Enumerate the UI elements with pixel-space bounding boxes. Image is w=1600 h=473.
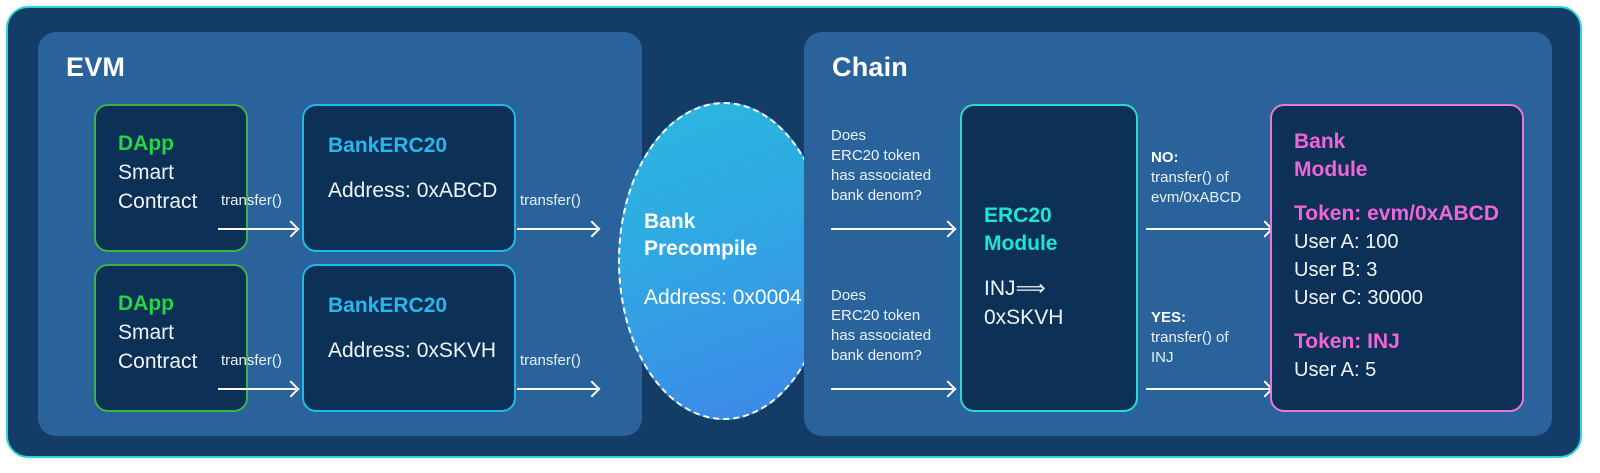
erc20-module-title-line2: Module [984, 232, 1058, 255]
bank-module-balance-evm-2: User C: 30000 [1294, 287, 1423, 309]
precompile-title-line2: Precompile [644, 237, 758, 260]
query-bottom-line2: ERC20 token [831, 307, 921, 324]
arrow-label-no-head: NO: [1151, 149, 1179, 166]
erc20-module-mapping: INJ⟹ 0xSKVH [984, 277, 1064, 329]
arrow-label-yes-line1: transfer() of [1151, 329, 1229, 346]
bank-module-balance-evm-0: User A: 100 [1294, 231, 1399, 253]
arrow-label-bankerc20-bottom: transfer() [520, 352, 581, 369]
node-bankerc20-bottom[interactable]: BankERC20 Address: 0xSKVH [302, 264, 516, 412]
arrow-label-no-line1: transfer() of [1151, 169, 1229, 186]
query-top-line4: bank denom? [831, 187, 922, 204]
query-top-line1: Does [831, 127, 867, 144]
node-bank-precompile[interactable]: Bank Precompile Address: 0x0004 [618, 102, 830, 420]
node-dapp-top-line2: Contract [118, 190, 198, 213]
arrow-label-dapp-bottom: transfer() [221, 352, 282, 369]
arrow-label-query-bottom: Does ERC20 token has associated bank den… [831, 286, 971, 366]
arrow-bankerc20-bottom-to-precompile [517, 388, 597, 390]
diagram-frame: EVM DApp Smart Contract DApp Smart Contr… [6, 6, 1582, 458]
arrow-label-no-line2: evm/0xABCD [1151, 189, 1242, 206]
node-bankerc20-bottom-address: Address: 0xSKVH [328, 339, 497, 362]
node-bankerc20-top-address: Address: 0xABCD [328, 179, 498, 202]
arrow-label-dapp-top: transfer() [221, 192, 282, 209]
query-bottom-line1: Does [831, 287, 867, 304]
node-bankerc20-bottom-title: BankERC20 [328, 294, 448, 317]
panel-evm-title: EVM [66, 52, 126, 82]
query-top-line3: has associated [831, 167, 932, 184]
bank-module-title-line2: Module [1294, 158, 1368, 181]
arrow-label-no: NO: transfer() of evm/0xABCD [1151, 148, 1281, 208]
spacer [1294, 184, 1510, 200]
arrow-precompile-to-erc20-top [831, 228, 953, 230]
arrow-precompile-to-erc20-bottom [831, 388, 953, 390]
erc20-module-title-line1: ERC20 [984, 204, 1052, 227]
precompile-title-line1: Bank [644, 210, 696, 233]
node-dapp-bottom-title: DApp [118, 292, 174, 315]
bank-module-balance-evm-1: User B: 3 [1294, 259, 1378, 281]
arrow-dapp-bottom-to-bankerc20 [218, 388, 296, 390]
node-erc20-module[interactable]: ERC20 Module INJ⟹ 0xSKVH [960, 104, 1138, 412]
node-bank-module[interactable]: Bank Module Token: evm/0xABCD User A: 10… [1270, 104, 1524, 412]
node-dapp-top-line1: Smart [118, 161, 175, 184]
arrow-erc20-to-bank-no [1146, 228, 1270, 230]
bank-module-token-inj: Token: INJ [1294, 330, 1400, 353]
arrow-label-bankerc20-top: transfer() [520, 192, 581, 209]
node-bankerc20-top[interactable]: BankERC20 Address: 0xABCD [302, 104, 516, 252]
arrow-erc20-to-bank-yes [1146, 388, 1270, 390]
arrow-label-query-top: Does ERC20 token has associated bank den… [831, 126, 971, 206]
query-top-line2: ERC20 token [831, 147, 921, 164]
bank-module-token-evm: Token: evm/0xABCD [1294, 202, 1499, 225]
spacer [328, 320, 502, 336]
node-dapp-top-title: DApp [118, 132, 174, 155]
arrow-label-yes-line2: INJ [1151, 349, 1174, 366]
bank-module-balance-inj-0: User A: 5 [1294, 359, 1377, 381]
bank-module-title-line1: Bank [1294, 130, 1346, 153]
arrow-dapp-top-to-bankerc20 [218, 228, 296, 230]
arrow-label-yes-head: YES: [1151, 309, 1187, 326]
node-bankerc20-top-title: BankERC20 [328, 134, 448, 157]
precompile-address: Address: 0x0004 [644, 286, 802, 309]
spacer [1294, 312, 1510, 328]
node-dapp-bottom-line1: Smart [118, 321, 175, 344]
spacer [984, 258, 1124, 274]
arrow-bankerc20-top-to-precompile [517, 228, 597, 230]
query-bottom-line4: bank denom? [831, 347, 922, 364]
spacer [328, 160, 502, 176]
panel-chain-title: Chain [832, 52, 909, 82]
arrow-label-yes: YES: transfer() of INJ [1151, 308, 1281, 368]
query-bottom-line3: has associated [831, 327, 932, 344]
node-dapp-bottom-line2: Contract [118, 350, 198, 373]
